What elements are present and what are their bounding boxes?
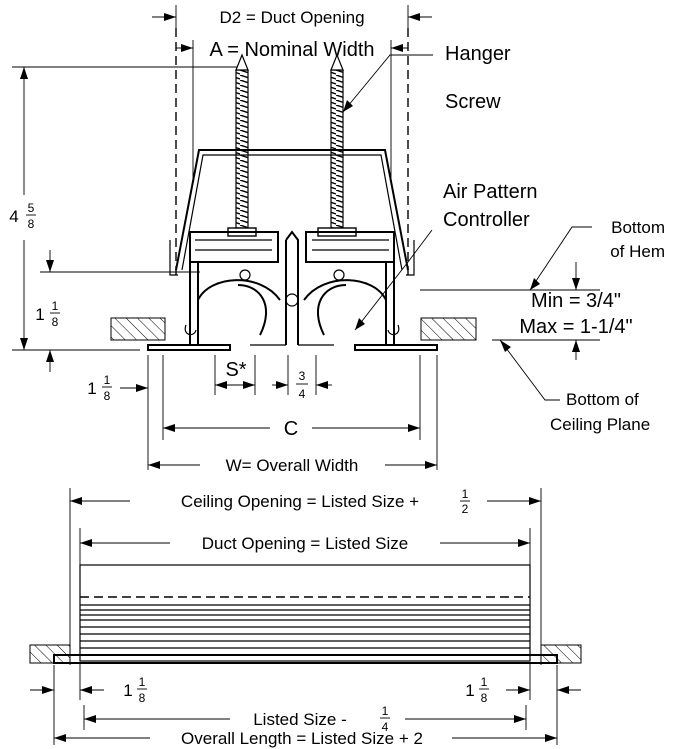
ceiling-plane-label-1: Bottom of — [566, 390, 639, 409]
overall-length-dimension: Overall Length = Listed Size + 2 — [54, 729, 557, 748]
hanger-screw-right — [317, 53, 357, 237]
listed-size-num: 1 — [382, 704, 389, 718]
side-ceiling-left — [29, 644, 71, 664]
apc-callout: Air Pattern Controller — [354, 181, 537, 331]
d2-label: D2 = Duct Opening — [219, 8, 364, 27]
s-label: S* — [225, 359, 246, 381]
hanger-label-1: Hanger — [445, 43, 511, 65]
hanger-label-2: Screw — [445, 91, 501, 113]
lower-height-den: 8 — [52, 315, 59, 329]
ceiling-opening-dimension: Ceiling Opening = Listed Size + 1 2 — [69, 487, 542, 665]
hanger-screw-callout: Hanger Screw — [342, 43, 511, 113]
side-right-dimension: 1 1 8 — [465, 662, 581, 745]
hanger-bracket — [169, 149, 415, 276]
bottom-hem-callout: Bottom of Hem — [529, 218, 665, 291]
min-label: Min = 3/4" — [531, 290, 621, 312]
ceiling-opening-label: Ceiling Opening = Listed Size + — [181, 492, 419, 511]
diffuser-body — [147, 230, 438, 351]
left-side-num: 1 — [104, 373, 111, 387]
hanger-screw-left — [227, 53, 257, 237]
ceiling-plane-callout: Bottom of Ceiling Plane — [499, 339, 650, 434]
duct-opening-dimension: Duct Opening = Listed Size — [79, 528, 531, 565]
height-dimension: 4 5 8 — [9, 66, 242, 351]
lower-height-dimension: 1 1 8 — [35, 250, 200, 372]
diffuser-side-profile — [53, 564, 558, 664]
side-left-dimension: 1 1 8 — [30, 662, 147, 745]
ceiling-opening-den: 2 — [462, 502, 469, 516]
side-left-num: 1 — [139, 675, 146, 689]
three-quarter-num: 3 — [299, 369, 306, 383]
side-left-whole: 1 — [123, 681, 132, 700]
a-label: A = Nominal Width — [209, 39, 374, 61]
overall-length-label: Overall Length = Listed Size + 2 — [181, 729, 423, 748]
lower-height-whole: 1 — [35, 305, 44, 324]
w-dimension: W= Overall Width — [148, 355, 438, 475]
three-quarter-den: 4 — [299, 387, 306, 401]
min-max-dimension: Min = 3/4" Max = 1-1/4" — [420, 262, 633, 360]
height-num: 5 — [28, 201, 35, 215]
ceiling-opening-num: 1 — [462, 487, 469, 501]
left-side-whole: 1 — [87, 379, 96, 398]
s-dimension: S* — [214, 355, 256, 395]
section-view: D2 = Duct Opening A = Nominal Width 4 5 — [9, 5, 665, 475]
side-left-den: 8 — [139, 691, 146, 705]
ceiling-tile-left — [110, 317, 166, 341]
side-right-whole: 1 — [465, 681, 474, 700]
side-ceiling-right — [540, 644, 582, 664]
c-dimension: C — [162, 355, 421, 440]
max-label: Max = 1-1/4" — [519, 316, 632, 338]
bottom-hem-label-2: of Hem — [610, 242, 665, 261]
lower-height-num: 1 — [52, 299, 59, 313]
left-side-dimension: 1 1 8 — [87, 355, 149, 470]
listed-size-label: Listed Size - — [253, 710, 347, 729]
side-view: Ceiling Opening = Listed Size + 1 2 Duct… — [29, 487, 582, 748]
side-right-num: 1 — [481, 675, 488, 689]
three-quarter-dimension: 3 4 — [272, 355, 332, 401]
c-label: C — [284, 418, 298, 440]
ceiling-plane-label-2: Ceiling Plane — [550, 415, 650, 434]
w-label: W= Overall Width — [226, 456, 359, 475]
side-right-den: 8 — [481, 691, 488, 705]
d2-dimension: D2 = Duct Opening — [152, 5, 432, 28]
listed-size-den: 4 — [382, 720, 389, 734]
duct-opening-label: Duct Opening = Listed Size — [202, 534, 408, 553]
a-dimension: A = Nominal Width — [176, 39, 408, 61]
bottom-hem-label-1: Bottom — [611, 218, 665, 237]
listed-size-dimension: Listed Size - 1 4 — [83, 704, 527, 734]
height-whole: 4 — [9, 207, 18, 226]
ceiling-tile-right — [420, 317, 477, 341]
height-den: 8 — [28, 217, 35, 231]
apc-label-2: Controller — [443, 209, 530, 231]
apc-label-1: Air Pattern — [443, 181, 537, 203]
left-side-den: 8 — [104, 389, 111, 403]
